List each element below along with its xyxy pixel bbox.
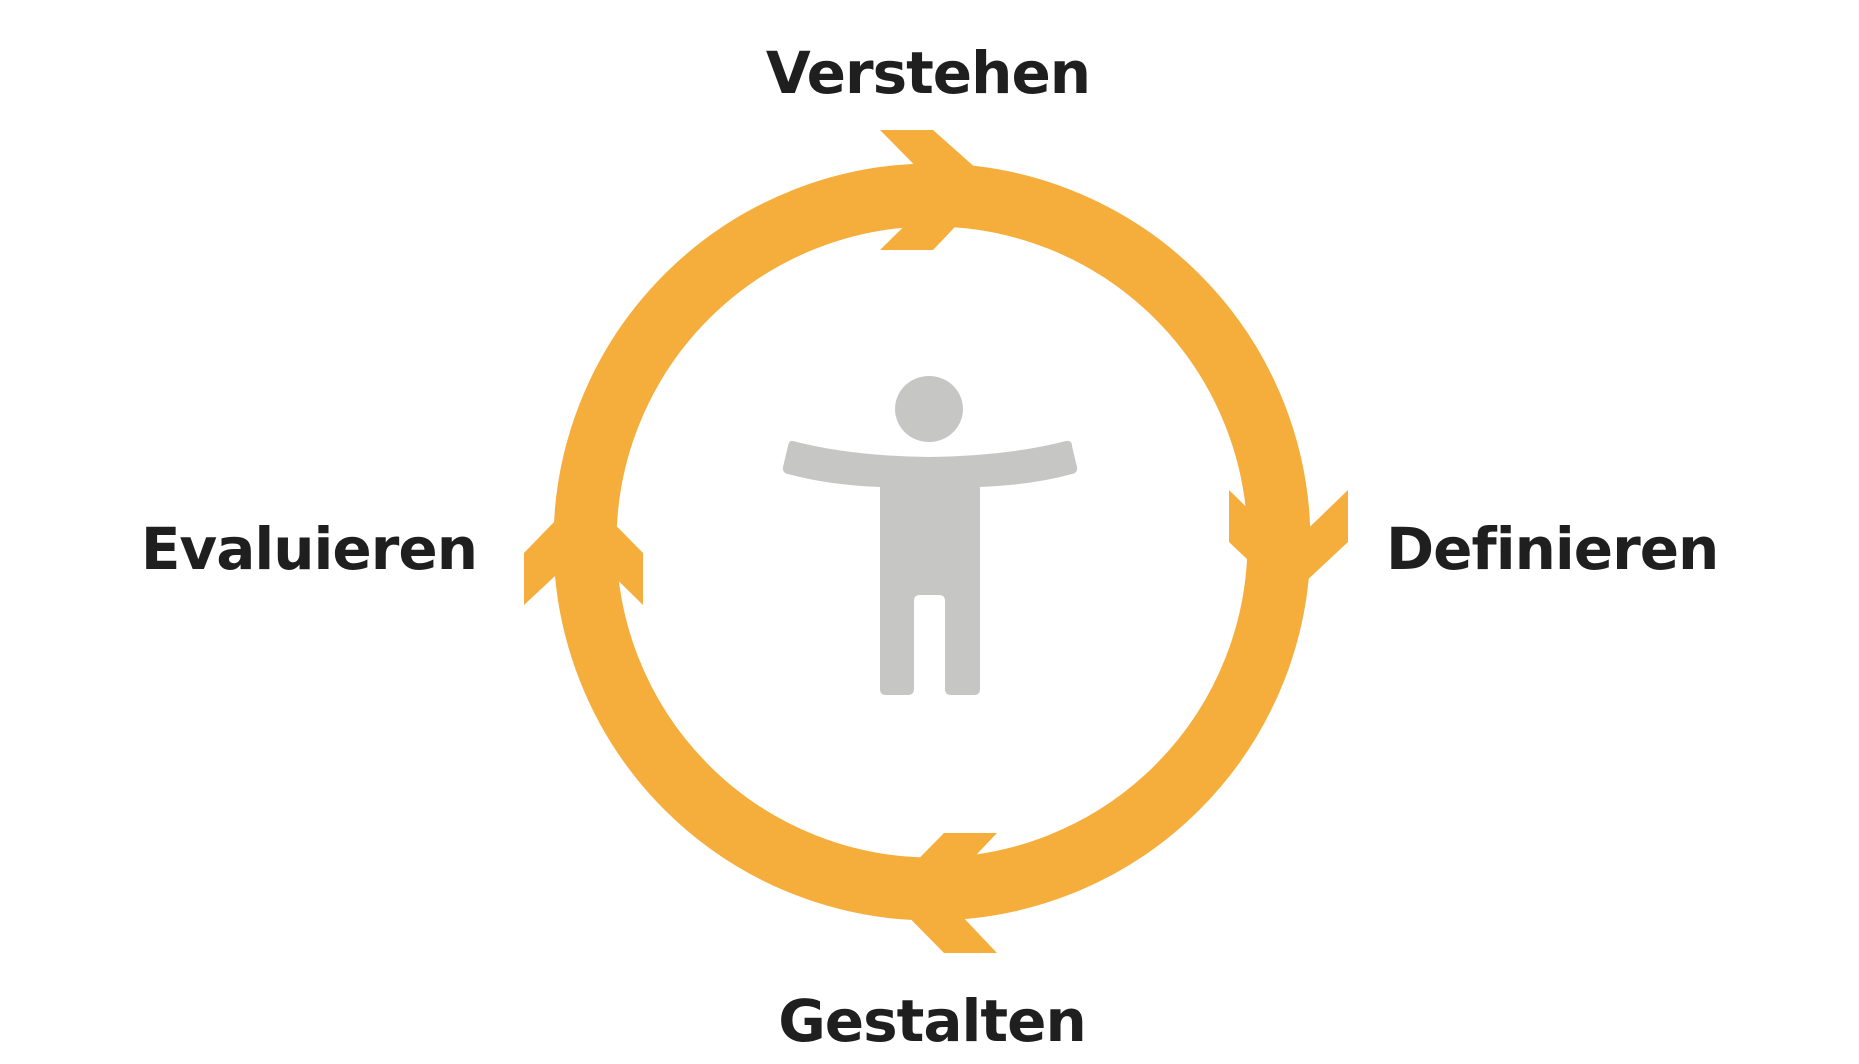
label-gestalten: Gestalten — [778, 987, 1086, 1055]
person-head — [895, 376, 963, 442]
person-body — [782, 440, 1078, 695]
person-icon — [782, 376, 1078, 695]
arrow-up-icon — [524, 492, 643, 605]
label-verstehen: Verstehen — [766, 39, 1090, 107]
label-evaluieren: Evaluieren — [141, 515, 477, 583]
label-definieren: Definieren — [1386, 515, 1718, 583]
arrow-down-icon — [1229, 490, 1348, 598]
arrow-right-icon — [880, 130, 995, 250]
arrow-left-icon — [885, 833, 997, 953]
